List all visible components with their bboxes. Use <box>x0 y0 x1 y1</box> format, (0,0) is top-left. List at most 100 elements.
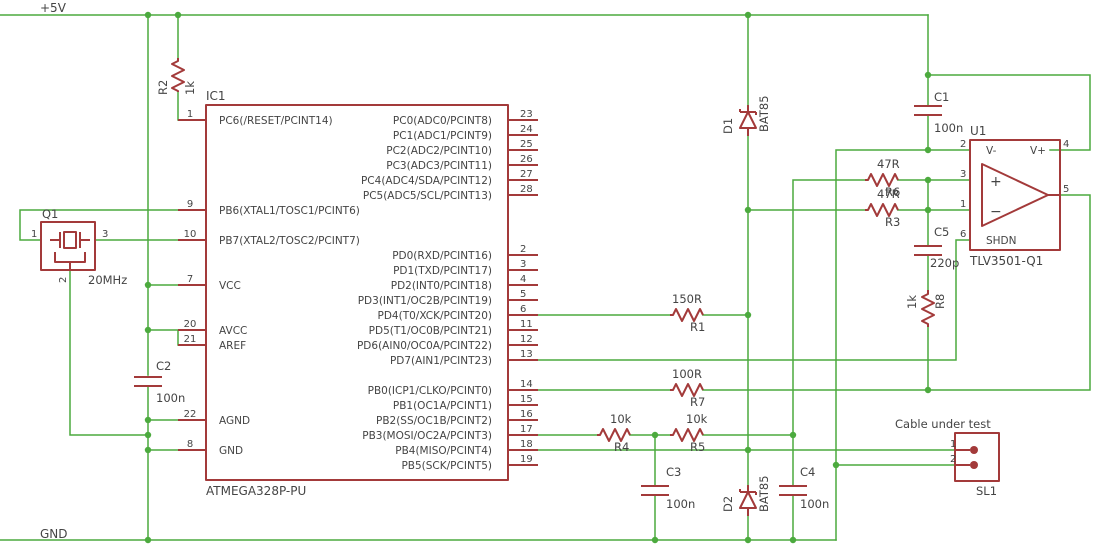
c1-symbol <box>914 105 942 116</box>
gnd-net-label: GND <box>40 527 68 541</box>
d1-value: BAT85 <box>757 95 771 132</box>
u1-triangle <box>981 163 1049 227</box>
junctions <box>144 11 932 544</box>
u1-pin-4: 4 <box>1063 139 1069 150</box>
ic1-pin-name: PB3(MOSI/OC2A/PCINT3) <box>362 430 492 442</box>
ic1-pin-name: PB2(SS/OC1B/PCINT2) <box>376 415 492 427</box>
ic1-pin-name: PB7(XTAL2/TOSC2/PCINT7) <box>219 235 360 247</box>
u1-minus: − <box>990 204 1002 220</box>
r6-value: 47R <box>877 157 900 171</box>
r6-ref: R6 <box>885 185 900 199</box>
r1-ref: R1 <box>690 320 705 334</box>
sl1-pin-2: 2 <box>950 454 956 465</box>
ic1-pin-stubs <box>178 119 538 466</box>
r8-symbol <box>921 290 935 327</box>
c1-ref: C1 <box>934 90 949 104</box>
u1-value: TLV3501-Q1 <box>969 254 1043 268</box>
r4-symbol <box>597 428 631 442</box>
ic1-pin-number: 23 <box>520 109 533 120</box>
c5-value: 220p <box>930 256 959 270</box>
u1-pin-5: 5 <box>1063 184 1069 195</box>
u1-vplus: V+ <box>1030 145 1046 157</box>
u1-plus: + <box>990 174 1002 190</box>
r7-ref: R7 <box>690 395 705 409</box>
ic1-pin-number: 17 <box>520 424 533 435</box>
r5-symbol <box>670 428 704 442</box>
q1-crystal: Q1 20MHz 1 3 2 <box>31 207 127 287</box>
ic1-pin-number: 6 <box>520 304 526 315</box>
ic1-pin-name: PC5(ADC5/SCL/PCINT13) <box>363 190 492 202</box>
r3-symbol <box>865 203 899 217</box>
u1-vminus: V- <box>986 145 997 157</box>
c5-capacitor: C5 220p <box>914 225 959 270</box>
ic1-pin-name: AVCC <box>219 325 247 337</box>
ic1-pin-name: AGND <box>219 415 250 427</box>
q1-value: 20MHz <box>88 273 127 287</box>
ic1-pin-number: 8 <box>187 439 193 450</box>
c5-symbol <box>914 245 942 256</box>
d2-symbol <box>739 485 757 516</box>
u1-pin-6: 6 <box>960 229 966 240</box>
ic1-body <box>205 104 509 481</box>
ic1-pin-number: 1 <box>187 109 193 120</box>
r5-resistor: 10k R5 <box>670 412 708 454</box>
c2-symbol <box>134 376 162 387</box>
ic1-pin-name: PC2(ADC2/PCINT10) <box>386 145 492 157</box>
ic1-pin-name: PC1(ADC1/PCINT9) <box>393 130 492 142</box>
r5-ref: R5 <box>690 440 705 454</box>
ic1-pin-name: PB0(ICP1/CLKO/PCINT0) <box>368 385 492 397</box>
ic1-pin-number: 4 <box>520 274 526 285</box>
r5-value: 10k <box>686 412 708 426</box>
ic1-ref: IC1 <box>206 89 226 103</box>
ic1-pin-name: AREF <box>219 340 246 352</box>
ic1: IC1 ATMEGA328P-PU 1PC6(/RESET/PCINT14)9P… <box>178 89 538 498</box>
ic1-pin-number: 12 <box>520 334 533 345</box>
r8-value: 1k <box>905 295 919 309</box>
ic1-pin-name: PB5(SCK/PCINT5) <box>401 460 492 472</box>
ic1-pin-number: 9 <box>187 199 193 210</box>
r4-ref: R4 <box>614 440 629 454</box>
ic1-pin-name: PB6(XTAL1/TOSC1/PCINT6) <box>219 205 360 217</box>
c1-value: 100n <box>934 121 963 135</box>
sl1-contact-1 <box>970 446 978 454</box>
c1-capacitor: C1 100n <box>914 90 963 135</box>
r8-ref: R8 <box>933 294 947 309</box>
ic1-pin-number: 10 <box>184 229 197 240</box>
r7-value: 100R <box>672 367 702 381</box>
r1-value: 150R <box>672 292 702 306</box>
ic1-pin-number: 21 <box>184 334 197 345</box>
r3-resistor: 47R R3 <box>865 187 900 229</box>
c2-capacitor: C2 100n <box>134 359 185 405</box>
c4-symbol <box>779 485 807 496</box>
ic1-pin-number: 25 <box>520 139 533 150</box>
r4-resistor: 10k R4 <box>597 412 632 454</box>
sl1-body <box>954 432 1000 482</box>
r2-ref: R2 <box>156 80 170 95</box>
ic1-pin-number: 24 <box>520 124 533 135</box>
sl1-connector: Cable under test SL1 1 2 <box>895 417 1000 498</box>
vcc-net-label: +5V <box>40 1 67 15</box>
ic1-pin-name: PD0(RXD/PCINT16) <box>392 250 492 262</box>
ic1-right-pins: 23PC0(ADC0/PCINT8)24PC1(ADC1/PCINT9)25PC… <box>357 109 533 472</box>
ic1-pin-name: PD7(AIN1/PCINT23) <box>390 355 492 367</box>
ic1-pin-number: 15 <box>520 394 533 405</box>
q1-pin-2: 2 <box>58 277 69 283</box>
sl1-pin-1: 1 <box>950 439 956 450</box>
ic1-pin-name: GND <box>219 445 243 457</box>
r2-resistor: R2 1k <box>156 58 197 95</box>
r6-resistor: 47R R6 <box>865 157 900 199</box>
ic1-pin-name: PD4(T0/XCK/PCINT20) <box>378 310 493 322</box>
ic1-pin-name: VCC <box>219 280 241 292</box>
d1-symbol <box>739 105 757 136</box>
ic1-pin-number: 22 <box>184 409 197 420</box>
ic1-pin-name: PC3(ADC3/PCINT11) <box>386 160 492 172</box>
r7-resistor: 100R R7 <box>670 367 705 409</box>
c2-value: 100n <box>156 391 185 405</box>
ic1-pin-number: 13 <box>520 349 533 360</box>
d2-value: BAT85 <box>757 475 771 512</box>
c3-value: 100n <box>666 497 695 511</box>
u1-pin-1: 1 <box>960 199 966 210</box>
sl1-ref: SL1 <box>976 484 997 498</box>
ic1-pin-number: 28 <box>520 184 533 195</box>
